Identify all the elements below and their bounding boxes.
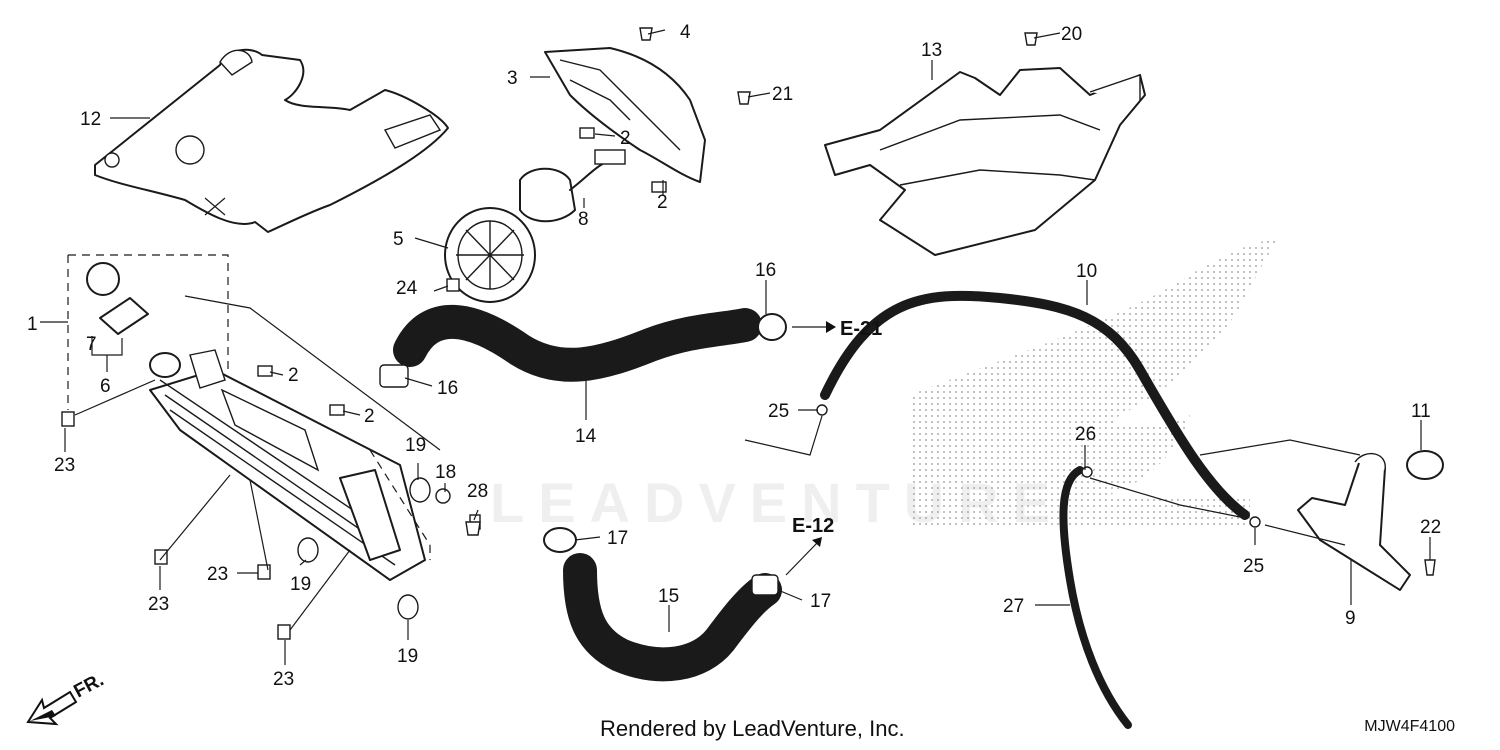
reference-e12[interactable]: E-12 bbox=[792, 515, 834, 537]
callout-28[interactable]: 28 bbox=[467, 481, 488, 502]
callout-19[interactable]: 19 bbox=[290, 574, 311, 595]
callout-17[interactable]: 17 bbox=[607, 528, 628, 549]
callout-6[interactable]: 6 bbox=[100, 376, 111, 397]
callout-9[interactable]: 9 bbox=[1345, 608, 1356, 629]
wing-watermark bbox=[910, 238, 1280, 525]
callout-23[interactable]: 23 bbox=[273, 669, 294, 690]
clip-26[interactable] bbox=[1081, 466, 1093, 478]
callout-10[interactable]: 10 bbox=[1076, 261, 1097, 282]
under-cover-13[interactable] bbox=[824, 67, 1146, 256]
callout-16[interactable]: 16 bbox=[437, 378, 458, 399]
callout-20[interactable]: 20 bbox=[1061, 24, 1082, 45]
callout-18[interactable]: 18 bbox=[435, 462, 456, 483]
callout-3[interactable]: 3 bbox=[507, 68, 518, 89]
callout-19[interactable]: 19 bbox=[397, 646, 418, 667]
callout-2[interactable]: 2 bbox=[364, 406, 375, 427]
callout-24[interactable]: 24 bbox=[396, 278, 418, 299]
clip-25-a[interactable] bbox=[816, 404, 828, 416]
hose-clamp-16-upper[interactable] bbox=[757, 313, 787, 341]
callout-26[interactable]: 26 bbox=[1075, 424, 1096, 445]
callout-23[interactable]: 23 bbox=[207, 564, 228, 585]
callout-25[interactable]: 25 bbox=[1243, 556, 1264, 577]
callout-7[interactable]: 7 bbox=[86, 334, 97, 355]
callout-22[interactable]: 22 bbox=[1420, 517, 1441, 538]
callout-17[interactable]: 17 bbox=[810, 591, 831, 612]
callout-2[interactable]: 2 bbox=[620, 128, 631, 149]
direction-label: FR. bbox=[70, 670, 107, 703]
callout-12[interactable]: 12 bbox=[80, 109, 101, 130]
callout-23[interactable]: 23 bbox=[148, 594, 169, 615]
fan-shroud-3[interactable] bbox=[544, 47, 706, 183]
callout-15[interactable]: 15 bbox=[658, 586, 679, 607]
cap-gasket-6[interactable] bbox=[99, 297, 149, 335]
callout-16[interactable]: 16 bbox=[755, 260, 776, 281]
hose-clamp-16-lower[interactable] bbox=[379, 364, 409, 388]
hose-clamp-17-b[interactable] bbox=[751, 574, 779, 596]
heat-shield-12[interactable] bbox=[94, 48, 449, 233]
bolts bbox=[465, 27, 1436, 576]
callout-13[interactable]: 13 bbox=[921, 40, 942, 61]
callout-5[interactable]: 5 bbox=[393, 229, 404, 250]
reserve-tank-9[interactable] bbox=[1297, 452, 1411, 591]
leader-lines bbox=[40, 29, 1431, 665]
callout-21[interactable]: 21 bbox=[772, 84, 793, 105]
callout-2[interactable]: 2 bbox=[288, 365, 299, 386]
clip-25-b[interactable] bbox=[1249, 516, 1261, 528]
callout-14[interactable]: 14 bbox=[575, 426, 597, 447]
callout-1[interactable]: 1 bbox=[27, 314, 38, 335]
reserve-cap-11[interactable] bbox=[1406, 450, 1444, 480]
radiator-1[interactable] bbox=[149, 349, 426, 581]
radiator-cap-7[interactable] bbox=[86, 262, 120, 296]
callout-2[interactable]: 2 bbox=[657, 192, 668, 213]
render-credit: Rendered by LeadVenture, Inc. bbox=[600, 716, 905, 741]
callout-23[interactable]: 23 bbox=[54, 455, 75, 476]
fan-nut-24[interactable] bbox=[446, 278, 460, 292]
diagram-code: MJW4F4100 bbox=[1364, 718, 1455, 735]
hose-clamp-17-a[interactable] bbox=[543, 527, 577, 553]
fan-motor-8[interactable] bbox=[519, 149, 626, 223]
reference-e21[interactable]: E-21 bbox=[840, 318, 882, 340]
callout-27[interactable]: 27 bbox=[1003, 596, 1024, 617]
callout-8[interactable]: 8 bbox=[578, 209, 589, 230]
cooling-fan-5[interactable] bbox=[444, 207, 536, 303]
callout-19[interactable]: 19 bbox=[405, 435, 426, 456]
callout-4[interactable]: 4 bbox=[680, 22, 691, 43]
callout-25[interactable]: 25 bbox=[768, 401, 789, 422]
callout-11[interactable]: 11 bbox=[1411, 401, 1431, 422]
